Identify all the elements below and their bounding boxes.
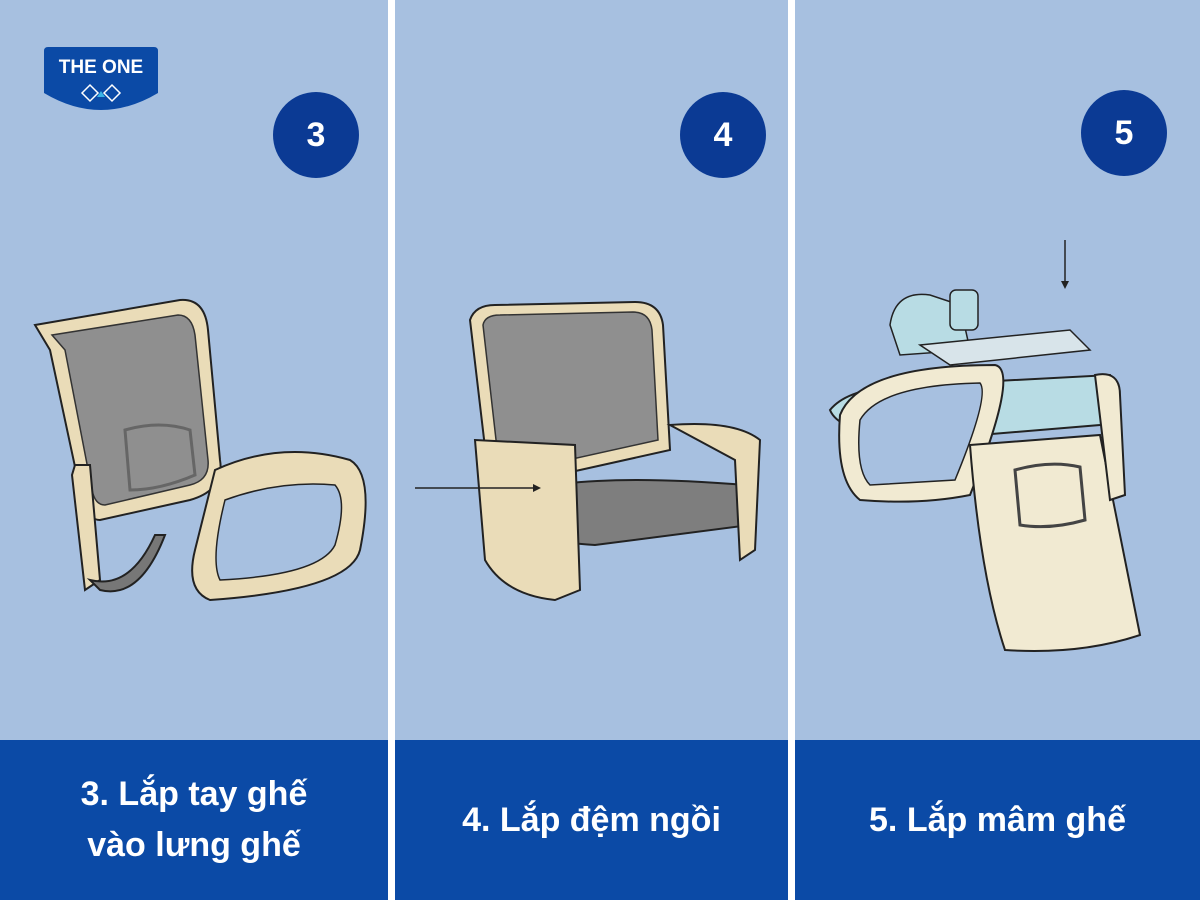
step-number-badge: 4: [680, 92, 766, 178]
chair-seat-plate-illustration: [828, 240, 1142, 652]
step-number-badge: 3: [273, 92, 359, 178]
step-4-caption: 4. Lắp đệm ngồi: [395, 740, 788, 900]
step-3-caption: 3. Lắp tay ghế vào lưng ghế: [0, 740, 388, 900]
step-4-panel: 4 4. Lắp đệm ngồi: [395, 0, 788, 900]
logo-badge-icon: THE ONE: [44, 47, 158, 110]
caption-line: 5. Lắp mâm ghế: [869, 800, 1126, 839]
caption-line: 4. Lắp đệm ngồi: [462, 800, 721, 839]
caption-line: 3. Lắp tay ghế: [80, 775, 308, 813]
chair-seat-cushion-illustration: [415, 300, 762, 602]
step-number-badge: 5: [1081, 90, 1167, 176]
chair-back-with-armrests-illustration: [33, 298, 367, 602]
svg-text:THE ONE: THE ONE: [59, 57, 143, 78]
caption-line: vào lưng ghế: [87, 826, 301, 864]
step-5-caption: 5. Lắp mâm ghế: [795, 740, 1200, 900]
step-3-panel: 3 3. Lắp tay ghế vào lưng ghế: [0, 0, 388, 900]
step-5-panel: 5 5. Lắp mâm ghế: [795, 0, 1200, 900]
the-one-logo: THE ONE: [44, 47, 158, 115]
